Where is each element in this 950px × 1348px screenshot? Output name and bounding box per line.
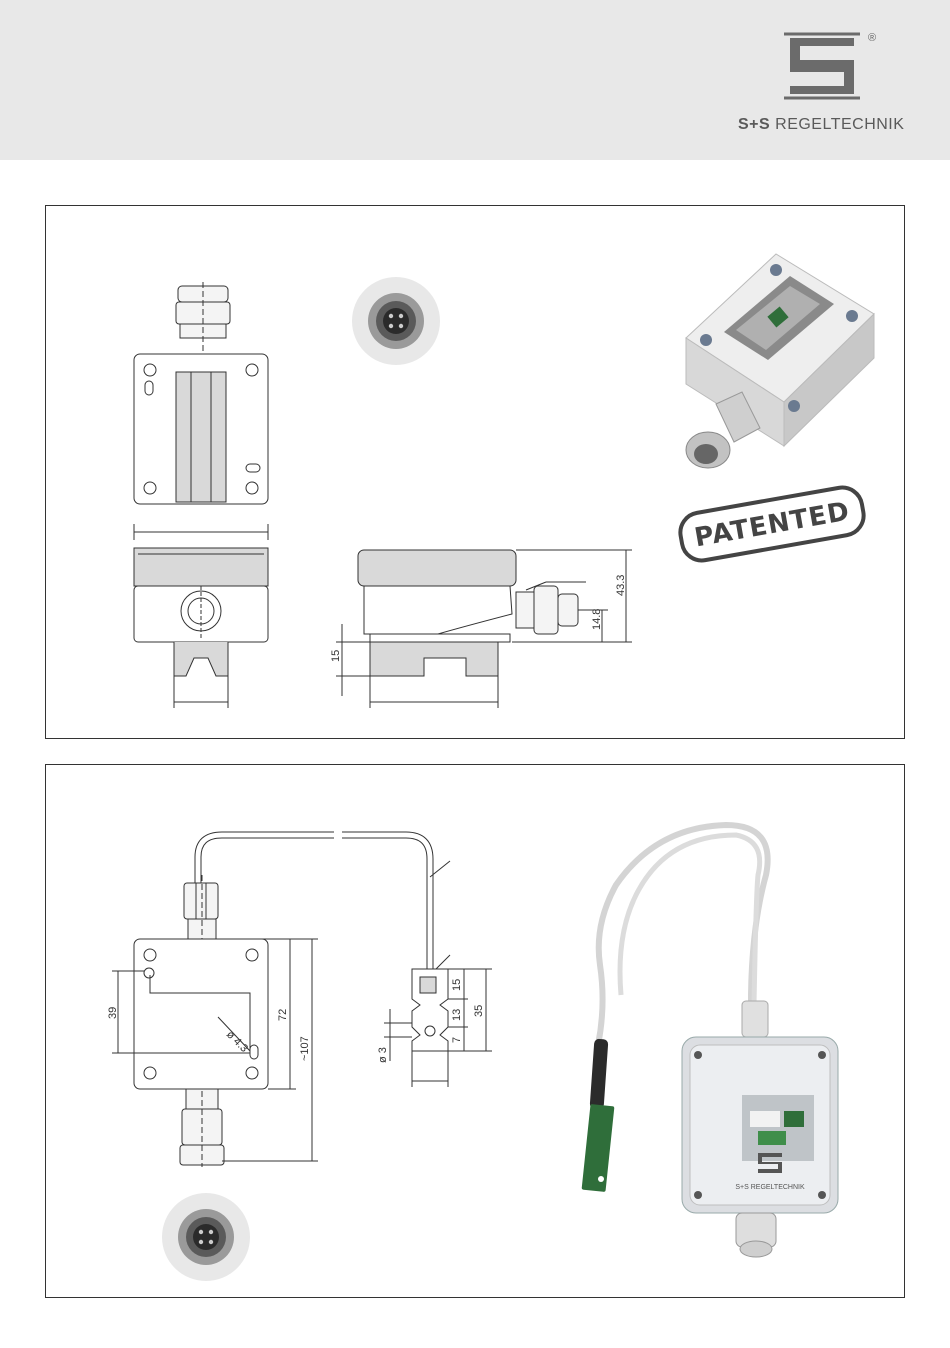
dim-sensor-dia: ø 3 [377, 1047, 389, 1063]
dim-sensor-7: 7 [451, 1037, 463, 1043]
brand-prefix: S+S [738, 116, 770, 133]
technical-drawing-top: 43.3 14.8 15 [46, 206, 904, 738]
page-header: ® S+S REGELTECHNIK [0, 0, 950, 160]
ss-logo-icon [780, 30, 864, 102]
dim-mount-spacing: 39 [107, 1007, 119, 1019]
brand-logo: ® S+S REGELTECHNIK [736, 30, 916, 140]
brand-suffix: REGELTECHNIK [770, 116, 904, 133]
device-brand-label: S+S REGELTECHNIK [735, 1184, 805, 1191]
product-panel-bottom: 39 ø 4.3 72 ~107 15 13 7 35 ø 3 [45, 764, 905, 1298]
device-logo-icon [758, 1153, 782, 1173]
dim-sensor-13: 13 [451, 1009, 463, 1021]
product-photo-cable-sensor: S+S REGELTECHNIK [582, 825, 838, 1257]
m12-connector-photo-bottom [162, 1193, 250, 1281]
product-panel-top: 43.3 14.8 15 [45, 205, 905, 739]
dim-height-gland: 14.8 [591, 609, 603, 630]
housing-front-view-sensor [134, 939, 268, 1089]
housing-side-view [336, 550, 632, 708]
brand-name: S+S REGELTECHNIK [738, 116, 904, 134]
dim-sensor-35: 35 [473, 1005, 485, 1017]
dim-box-height: 72 [277, 1009, 289, 1021]
patented-stamp: PATENTED [677, 484, 867, 563]
patented-text: PATENTED [692, 497, 852, 554]
cable-outline [198, 835, 334, 883]
dim-height-total: 43.3 [615, 575, 627, 596]
dim-sensor-15: 15 [451, 979, 463, 991]
dim-base-height: 15 [330, 650, 342, 662]
sensor-element-drawing [384, 969, 492, 1087]
registered-mark: ® [868, 32, 876, 44]
m12-connector-photo [352, 277, 440, 365]
technical-drawing-bottom: 39 ø 4.3 72 ~107 15 13 7 35 ø 3 [46, 765, 904, 1297]
housing-front-view [134, 548, 268, 708]
dim-total-height: ~107 [299, 1036, 311, 1061]
cable-gland-top-view [176, 282, 230, 356]
product-photo-open-housing [686, 254, 874, 468]
